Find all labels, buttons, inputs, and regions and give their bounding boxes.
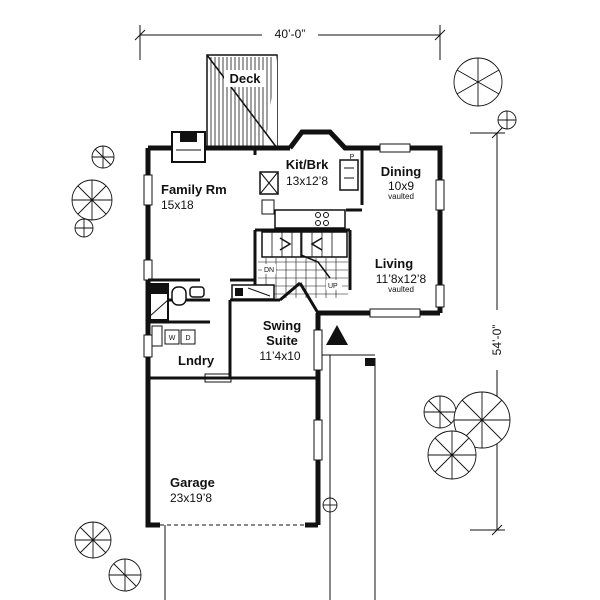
interior-walls (148, 148, 364, 380)
pantry-label: P (350, 154, 355, 161)
laundry-appliances: W D (151, 325, 196, 347)
kitchen-name: Kit/Brk (286, 157, 329, 172)
suite-name-line2: Suite (266, 333, 298, 348)
washer-label: W (169, 335, 176, 342)
dryer-label: D (185, 335, 190, 342)
kitchen-fixtures: P (259, 154, 359, 229)
family-room-size: 15x18 (161, 198, 194, 212)
room-suite: Swing Suite 11’4x10 (259, 318, 301, 363)
tree-right-1 (423, 395, 457, 429)
depth-dimension: 54’-0” (470, 127, 506, 536)
garage-name: Garage (170, 475, 215, 490)
suite-size: 11’4x10 (259, 349, 300, 363)
bathroom (149, 283, 205, 321)
garage-door (160, 522, 305, 600)
landscape-trees (71, 57, 517, 592)
room-dining: Dining 10x9 vaulted (381, 164, 421, 201)
stairs-down-label: DN (264, 267, 274, 274)
closet (231, 284, 275, 300)
width-dimension: 40’-0” (134, 25, 446, 60)
deck-label: Deck (229, 71, 261, 86)
living-note: vaulted (388, 285, 414, 294)
entry-arrow (326, 325, 375, 366)
tree-right-2 (453, 391, 511, 449)
room-kitchen: Kit/Brk 13x12’8 (286, 157, 329, 188)
room-laundry: Lndry (178, 353, 215, 368)
dining-size: 10x9 (388, 179, 414, 193)
room-family: Family Rm 15x18 (161, 182, 227, 212)
garage-size: 23x19’8 (170, 491, 212, 505)
deck: Deck (206, 54, 278, 149)
kitchen-size: 13x12’8 (286, 174, 328, 188)
laundry-name: Lndry (178, 353, 215, 368)
room-living: Living 11’8x12’8 vaulted (375, 256, 427, 294)
tree-front-2 (108, 558, 142, 592)
depth-label: 54’-0” (490, 325, 504, 356)
suite-name-line1: Swing (263, 318, 301, 333)
tree-left-2 (71, 179, 113, 238)
walkway (322, 354, 376, 600)
dining-note: vaulted (388, 192, 414, 201)
stairs-up-label: UP (328, 283, 338, 290)
family-room-name: Family Rm (161, 182, 227, 197)
tree-front-1 (74, 521, 112, 559)
tree-top-right (453, 57, 517, 130)
fireplace (171, 131, 206, 163)
shrub-front (322, 497, 338, 513)
living-size: 11’8x12’8 (376, 272, 427, 286)
tree-left-1 (91, 145, 115, 169)
living-name: Living (375, 256, 413, 271)
staircase: DN UP (258, 231, 348, 298)
dining-name: Dining (381, 164, 421, 179)
room-garage: Garage 23x19’8 (170, 475, 215, 505)
width-label: 40’-0” (275, 27, 306, 41)
tree-right-3 (427, 430, 477, 480)
